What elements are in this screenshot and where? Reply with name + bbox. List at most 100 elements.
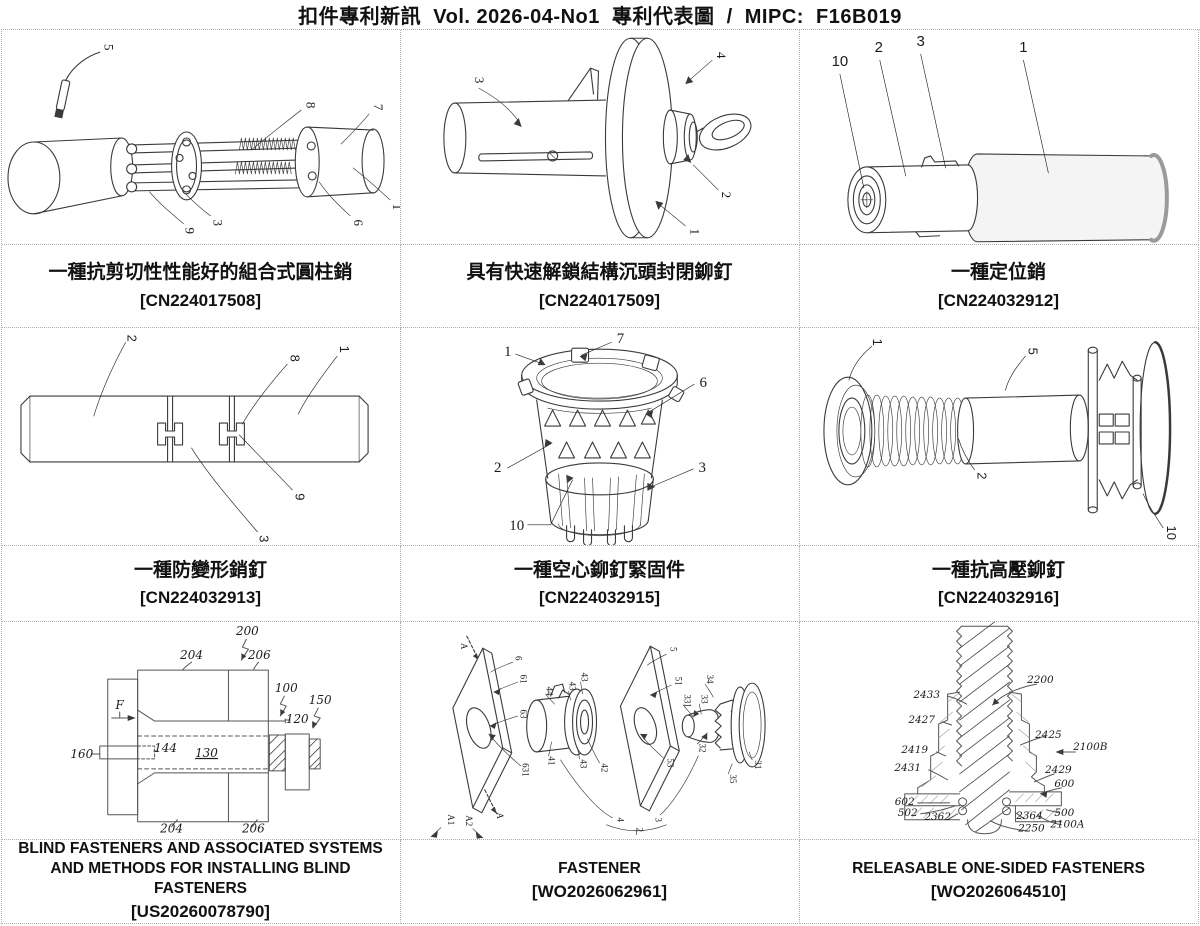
patent-title: 一種空心鉚釘緊固件	[513, 559, 685, 581]
figure-ref-label: 35	[728, 774, 738, 783]
patent-figure-6: 1 5 2 10	[822, 339, 1179, 540]
patent-number: [WO2026064510]	[930, 881, 1067, 901]
figure-ref-label: 5	[101, 44, 116, 50]
figure-ref-label: 502	[897, 807, 917, 819]
figure-ref-label: A2	[463, 815, 473, 826]
figure-ref-label: 4	[714, 52, 729, 59]
figure-ref-label: 120	[285, 712, 308, 726]
title-cell-5: 一種空心鉚釘緊固件 [CN224032915]	[400, 546, 800, 622]
patent-number: [CN224032915]	[539, 588, 660, 607]
patent-title: 一種抗剪切性性能好的組合式圓柱銷	[48, 262, 353, 283]
page-title: 扣件專利新訊 Vol. 2026-04-No1 專利代表圖 / MIPC: F1…	[298, 6, 902, 28]
figure-ref-label: 150	[308, 693, 331, 707]
figure-ref-label: 2100A	[1049, 819, 1085, 831]
title-cell-6: 一種抗高壓鉚釘 [CN224032916]	[799, 546, 1199, 622]
figure-ref-label: 9	[182, 228, 197, 234]
figure-ref-label: 2100B	[1072, 741, 1108, 753]
figure-ref-label: 8	[303, 102, 318, 108]
figure-cell-1: 5 8 7 9 3 6 1	[1, 30, 401, 245]
figure-ref-label: 6	[699, 375, 707, 391]
figure-ref-label: 1	[1019, 39, 1027, 56]
patent-title: BLIND FASTENERS AND ASSOCIATED SYSTEMS A…	[18, 840, 383, 897]
figure-ref-label: 2	[974, 472, 989, 479]
title-cell-8: FASTENER [WO2026062961]	[400, 840, 800, 924]
figure-ref-label: 33	[699, 695, 709, 704]
figure-ref-label: 2362	[923, 811, 951, 823]
figure-ref-label: 61	[518, 675, 528, 684]
figure-ref-label: 2364	[1015, 810, 1043, 822]
figure-ref-label: 43	[567, 682, 577, 691]
figure-ref-label: 2433	[912, 689, 940, 701]
figure-ref-label: 34	[705, 675, 715, 684]
figure-ref-label: 41	[546, 756, 556, 765]
figure-ref-label: 2250	[1017, 823, 1045, 835]
figure-drawing	[442, 37, 751, 239]
figure-ref-label: 600	[1054, 778, 1074, 790]
patent-number: [CN224032913]	[140, 588, 261, 607]
figure-ref-label: 6	[513, 656, 523, 661]
figure-drawing	[19, 341, 369, 533]
patent-title: 一種防變形銷釘	[133, 559, 267, 581]
figure-ref-label: 130	[195, 746, 218, 760]
figure-ref-label: 3	[653, 818, 663, 823]
figure-drawing	[903, 622, 1076, 835]
figure-ref-label: 331	[682, 694, 692, 707]
patent-title: 具有快速解鎖結構沉頭封閉鉚釘	[466, 262, 733, 283]
figure-ref-label: 31	[753, 760, 763, 769]
figure-ref-label: 1	[869, 339, 884, 346]
figure-ref-label: 631	[520, 763, 530, 776]
figure-ref-label: 204	[159, 822, 183, 836]
figure-ref-label: 10	[1164, 526, 1179, 540]
patent-title: 一種定位銷	[950, 262, 1046, 283]
title-cell-4: 一種防變形銷釘 [CN224032913]	[1, 546, 401, 622]
figure-ref-label: 2	[874, 39, 882, 56]
title-cell-3: 一種定位銷 [CN224032912]	[799, 245, 1199, 328]
figure-ref-label: 3	[698, 460, 705, 476]
figure-ref-label: 2427	[907, 714, 935, 726]
figure-ref-label: 3	[210, 220, 225, 226]
patent-number: [CN224017509]	[539, 290, 660, 310]
title-cell-1: 一種抗剪切性性能好的組合式圓柱銷 [CN224017508]	[1, 245, 401, 328]
figure-ref-label: 2	[494, 460, 501, 476]
figure-cell-6: 1 5 2 10	[799, 328, 1199, 546]
figure-ref-label: 10	[831, 53, 848, 70]
figure-ref-label: 2429	[1044, 764, 1072, 776]
figure-drawing	[6, 51, 390, 225]
figure-ref-label: 63	[518, 710, 528, 719]
patent-number: [WO2026062961]	[531, 881, 668, 901]
figure-ref-label: 32	[697, 743, 707, 752]
figure-ref-label: 6	[351, 220, 366, 227]
figure-ref-label: 2	[719, 192, 734, 198]
figure-ref-label: 44	[544, 687, 554, 696]
patent-figure-1: 5 8 7 9 3 6 1	[6, 44, 400, 234]
figure-ref-label: 4	[615, 818, 625, 823]
figure-drawing	[430, 635, 766, 839]
figure-ref-label: 10	[509, 518, 524, 534]
figure-ref-label: 43	[579, 673, 589, 682]
figure-ref-label: 3	[256, 535, 271, 542]
figure-ref-label: 206	[246, 648, 270, 662]
figure-ref-label: 1	[390, 204, 400, 210]
figure-ref-label: 144	[154, 741, 177, 755]
figure-ref-label: 53	[665, 758, 675, 767]
figure-ref-label: 7	[371, 104, 386, 111]
figure-drawing	[839, 53, 1169, 243]
figure-ref-label: A1	[445, 814, 455, 825]
figure-ref-label: 7	[616, 331, 624, 347]
figure-ref-label: 1	[687, 229, 702, 235]
figure-ref-label: 43	[578, 759, 588, 768]
figure-drawing	[822, 340, 1171, 529]
figure-ref-label: 5	[1025, 348, 1040, 355]
figure-ref-label: 500	[1054, 807, 1074, 819]
figure-ref-label: A	[494, 813, 504, 820]
